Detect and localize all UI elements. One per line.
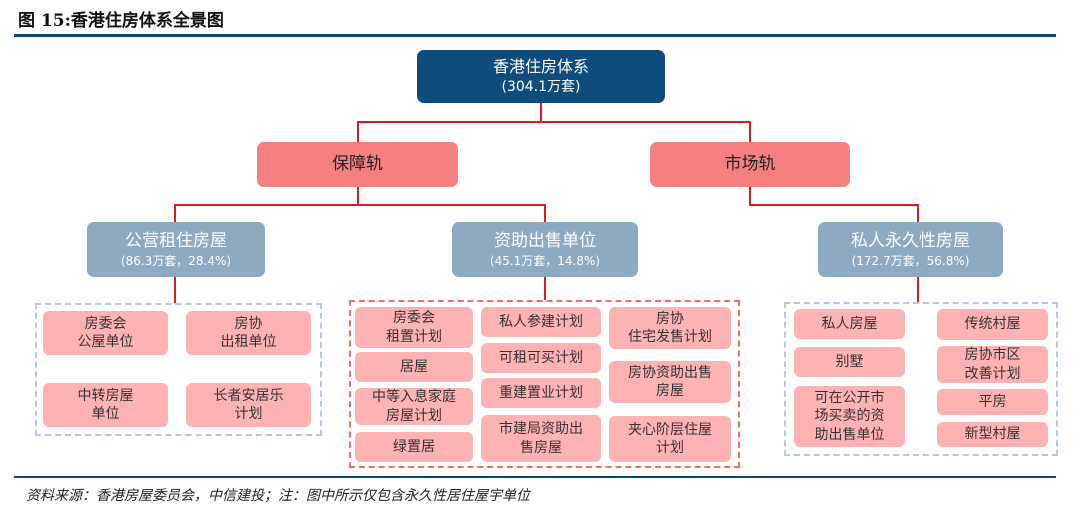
connector — [749, 187, 751, 205]
connector — [357, 121, 359, 142]
leaf-item: 传统村屋 — [937, 309, 1048, 340]
category-label: 公营租住房屋 — [125, 230, 227, 251]
figure-title: 图 15:香港住房体系全景图 — [18, 11, 224, 31]
category-subsidized-sale: 资助出售单位 (45.1万套，14.8%) — [452, 222, 638, 277]
leaf-item: 夹心阶层住屋 计划 — [609, 416, 731, 462]
leaf-item: 市建局资助出 售房屋 — [481, 415, 601, 462]
leaf-item: 平房 — [937, 389, 1048, 415]
group-subsidized-sale — [349, 300, 740, 468]
leaf-item: 新型村屋 — [937, 422, 1048, 447]
category-count: (86.3万套，28.4%) — [120, 253, 232, 268]
header-rule — [14, 34, 1056, 37]
category-count: (45.1万套，14.8%) — [489, 253, 601, 268]
leaf-item: 别墅 — [794, 347, 905, 377]
source-note: 资料来源：香港房屋委员会，中信建投；注：图中所示仅包含永久性居住屋宇单位 — [26, 488, 530, 504]
connector — [174, 277, 176, 303]
track-market: 市场轨 — [650, 142, 850, 187]
leaf-item: 可租可买计划 — [481, 343, 601, 373]
leaf-item: 私人参建计划 — [481, 307, 601, 337]
leaf-item: 房协资助出售 房屋 — [609, 361, 731, 403]
leaf-item: 中转房屋 单位 — [43, 383, 168, 427]
leaf-item: 房委会 公屋单位 — [43, 311, 168, 355]
leaf-item: 长者安居乐 计划 — [186, 383, 311, 427]
leaf-item: 可在公开市 场买卖的资 助出售单位 — [794, 386, 905, 447]
track-subsidized: 保障轨 — [257, 142, 458, 187]
leaf-item: 绿置居 — [355, 432, 473, 462]
connector — [749, 121, 751, 142]
connector — [544, 204, 546, 222]
category-label: 资助出售单位 — [494, 230, 596, 251]
leaf-item: 房委会 租置计划 — [355, 307, 473, 348]
leaf-item: 房协市区 改善计划 — [937, 346, 1048, 383]
leaf-item: 居屋 — [355, 352, 473, 382]
leaf-item: 中等入息家庭 房屋计划 — [355, 388, 473, 425]
connector — [917, 277, 919, 302]
connector — [357, 187, 359, 205]
category-label: 私人永久性房屋 — [851, 230, 970, 251]
footer-rule — [14, 476, 1056, 478]
category-public-rental: 公营租住房屋 (86.3万套，28.4%) — [87, 222, 265, 277]
group-public-rental — [35, 303, 322, 436]
connector — [174, 204, 176, 222]
connector — [917, 204, 919, 222]
connector — [544, 277, 546, 300]
root-node: 香港住房体系 (304.1万套) — [417, 50, 665, 103]
root-label: 香港住房体系 — [492, 57, 589, 77]
connector — [357, 121, 751, 123]
leaf-item: 重建置业计划 — [481, 378, 601, 408]
category-private: 私人永久性房屋 (172.7万套，56.8%) — [818, 222, 1003, 277]
leaf-item: 房协 出租单位 — [186, 311, 311, 355]
leaf-item: 私人房屋 — [794, 309, 905, 339]
connector — [174, 204, 546, 206]
leaf-item: 房协 住宅发售计划 — [609, 307, 731, 349]
connector — [749, 204, 919, 206]
connector — [540, 103, 542, 123]
group-private — [784, 302, 1058, 456]
category-count: (172.7万套，56.8%) — [851, 253, 970, 268]
root-count: (304.1万套) — [501, 78, 581, 95]
